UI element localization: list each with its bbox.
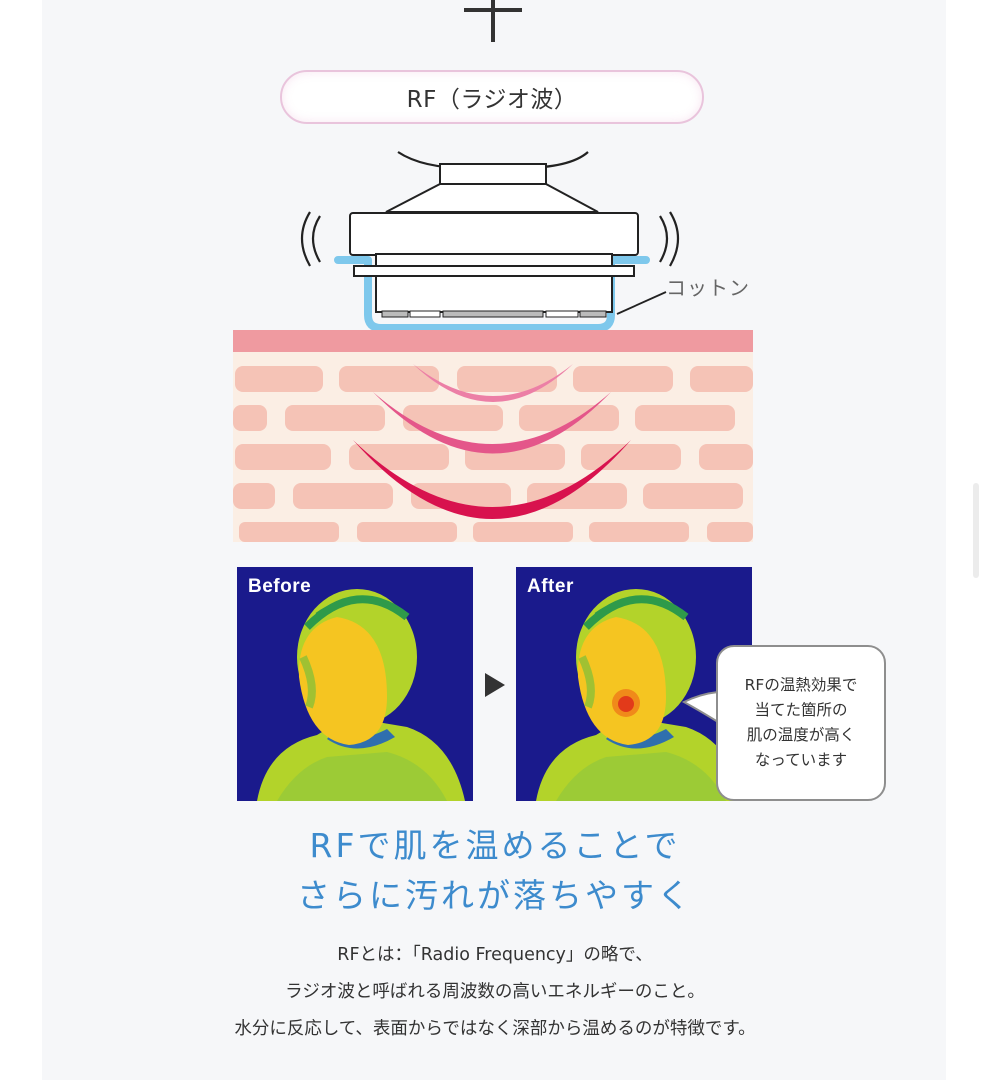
after-label: After xyxy=(527,576,574,597)
before-label: Before xyxy=(248,576,312,597)
rf-pill-label: RF（ラジオ波） xyxy=(280,70,704,124)
thermal-face-after xyxy=(516,567,752,801)
description-line-3: 水分に反応して、表面からではなく深部から温めるのが特徴です。 xyxy=(234,1019,756,1039)
headline-line-2: さらに汚れが落ちやすく xyxy=(297,876,693,915)
bubble-line: RFの温熱効果で xyxy=(744,676,858,694)
cotton-label: コットン xyxy=(666,276,750,300)
thermal-face-before xyxy=(237,567,473,801)
bubble-line: なっています xyxy=(754,751,848,769)
bubble-line: 当てた箇所の xyxy=(754,701,848,719)
plus-icon xyxy=(464,0,522,42)
description-line-2: ラジオ波と呼ばれる周波数の高いエネルギーのこと。 xyxy=(285,982,705,1002)
rf-device-illustration xyxy=(300,151,680,332)
speech-bubble: RFの温熱効果で 当てた箇所の 肌の温度が高く なっています xyxy=(716,645,886,801)
thermal-image-before: Before xyxy=(237,567,473,801)
play-arrow-icon xyxy=(485,673,505,697)
headline-line-1: RFで肌を温めることで xyxy=(309,826,681,865)
scrollbar[interactable] xyxy=(973,483,979,578)
thermal-image-after: After xyxy=(516,567,752,801)
speech-bubble-tail xyxy=(681,691,720,723)
description-line-1: RFとは：「Radio Frequency」の略で、 xyxy=(337,945,653,965)
description: RFとは：「Radio Frequency」の略で、 ラジオ波と呼ばれる周波数の… xyxy=(0,937,990,1048)
bubble-line: 肌の温度が高く xyxy=(746,726,856,744)
skin-layer-diagram xyxy=(233,330,753,542)
pill-text: RF（ラジオ波） xyxy=(406,87,578,113)
